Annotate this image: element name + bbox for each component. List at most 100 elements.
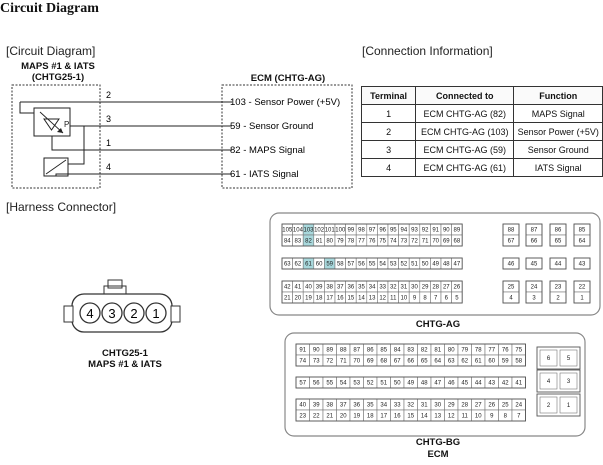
table-row: 3 ECM CHTG-AG (59) Sensor Ground [360,140,603,159]
connector-pin-number: 76 [369,239,376,245]
connector-pin-number: 105 [282,228,293,234]
harness-label-line2: MAPS #1 & IATS [88,359,162,370]
ecm-connector-label: ECM [427,449,449,460]
connector-pin-number: 6 [445,296,449,302]
connector-pin-number: 53 [390,262,397,268]
connector-pin-number: 78 [348,239,355,245]
connector-pin-number: 100 [335,228,346,234]
connector-pin-number: 38 [326,285,333,291]
connector-pin-number: 29 [448,403,455,409]
connector-pin-number: 37 [340,403,347,409]
connector-pin-block [536,346,581,370]
connector-pin-number: 71 [340,359,347,365]
connector-pin-number: 41 [295,285,302,291]
table-header: Connected to [415,86,515,105]
connector-pin-number: 63 [284,262,291,268]
connector-pin-number: 103 [303,228,314,234]
connector-pin-number: 32 [390,285,397,291]
connector-pin-number: 53 [353,381,360,387]
connector-pin-number: 89 [454,228,461,234]
connector-pin-number: 102 [314,228,325,234]
connector-pin-number: 22 [313,414,320,420]
connector-pin-cell [539,372,558,390]
connector-pin-number: 99 [348,228,355,234]
connector-pin-block [573,280,591,304]
connector-pin-number: 91 [299,348,306,354]
wire-sensor-ground [68,125,222,165]
ecm-pin-label: 59 - Sensor Ground [230,121,313,132]
connector-pin-number: 54 [340,381,347,387]
connector-pin-number: 10 [401,296,408,302]
connector-pin-number: 86 [367,348,374,354]
connector-pin-number: 36 [348,285,355,291]
connector-pin-block [295,398,526,422]
connector-pin-number: 22 [579,285,586,291]
connector-pin-number: 47 [454,262,461,268]
connector-pin-number: 94 [401,228,408,234]
connector-pin-block [281,223,463,247]
connector-pin-number: 52 [367,381,374,387]
connector-pin-number: 59 [502,359,509,365]
connector-pin-block [295,343,526,367]
connector-pin-number: 30 [411,285,418,291]
connector-pin-number: 59 [326,262,333,268]
wire-sensor-power [19,101,222,114]
connector-pin-number: 78 [475,348,482,354]
connector-pin-number: 25 [508,285,515,291]
connector-pin-number: 76 [502,348,509,354]
connector-pin-number: 23 [299,414,306,420]
connector-pin-number: 61 [305,262,312,268]
connector-pin-number: 17 [380,414,387,420]
connector-pin-number: 96 [379,228,386,234]
connector-pin-number: 98 [358,228,365,234]
connector-pin-number: 27 [475,403,482,409]
connector-pin-number: 11 [390,296,397,302]
page-title: Circuit Diagram [0,1,99,16]
connector-pin-number: 97 [369,228,376,234]
connector-pin-number: 72 [411,239,418,245]
sensor-label: MAPS #1 & IATS (CHTG25-1) [14,61,102,83]
connector-pin-block [549,280,567,304]
connector-pin-number: 36 [353,403,360,409]
connector-pin-number: 49 [407,381,414,387]
connector-pin-number: 74 [390,239,397,245]
connector-pin-number: 7 [517,414,521,420]
sensor-label-line2: (CHTG25-1) [31,72,85,83]
connector-pin-number: 5 [455,296,459,302]
connector-pin-number: 84 [284,239,291,245]
ecm-pin-label: 103 - Sensor Power (+5V) [230,97,340,108]
connector-pin-number: 44 [555,262,562,268]
harness-pin: 1 [145,302,167,324]
connector-pin-number: 64 [579,239,586,245]
connector-pin-number: 40 [305,285,312,291]
connector-pin-number: 32 [407,403,414,409]
connector-pin-block [573,257,591,270]
connector-pin-number: 24 [531,285,538,291]
connector-pin-block [536,393,581,417]
connector-pin-number: 75 [379,239,386,245]
circuit-diagram: P 2 3 1 4 103 - Sensor Power (+5V) 59 - … [11,84,353,189]
connector-pin-number: 35 [367,403,374,409]
connector-pin-number: 8 [504,414,508,420]
terminal-number: 3 [106,114,111,124]
connector-pin-number: 25 [502,403,509,409]
connector-pin-number: 41 [515,381,522,387]
connector-pin-number: 82 [421,348,428,354]
connector-pin-block [502,223,520,247]
connector-pin-cell [539,396,558,414]
connector-pin-number: 47 [434,381,441,387]
connector-pin-number: 55 [326,381,333,387]
connector-pin-number: 81 [434,348,441,354]
connector-pin-number: 11 [462,414,469,420]
ecm-pin-label: 61 - IATS Signal [230,169,299,180]
connection-table: Terminal Connected to Function 1 ECM CHT… [360,86,603,177]
connector-pin-number: 85 [579,228,586,234]
connector-pin-number: 4 [547,379,551,385]
connector-pin-cell [559,396,578,414]
connector-pin-number: 70 [432,239,439,245]
connector-pin-number: 29 [422,285,429,291]
connector-pin-number: 35 [358,285,365,291]
connector-pin-number: 68 [454,239,461,245]
